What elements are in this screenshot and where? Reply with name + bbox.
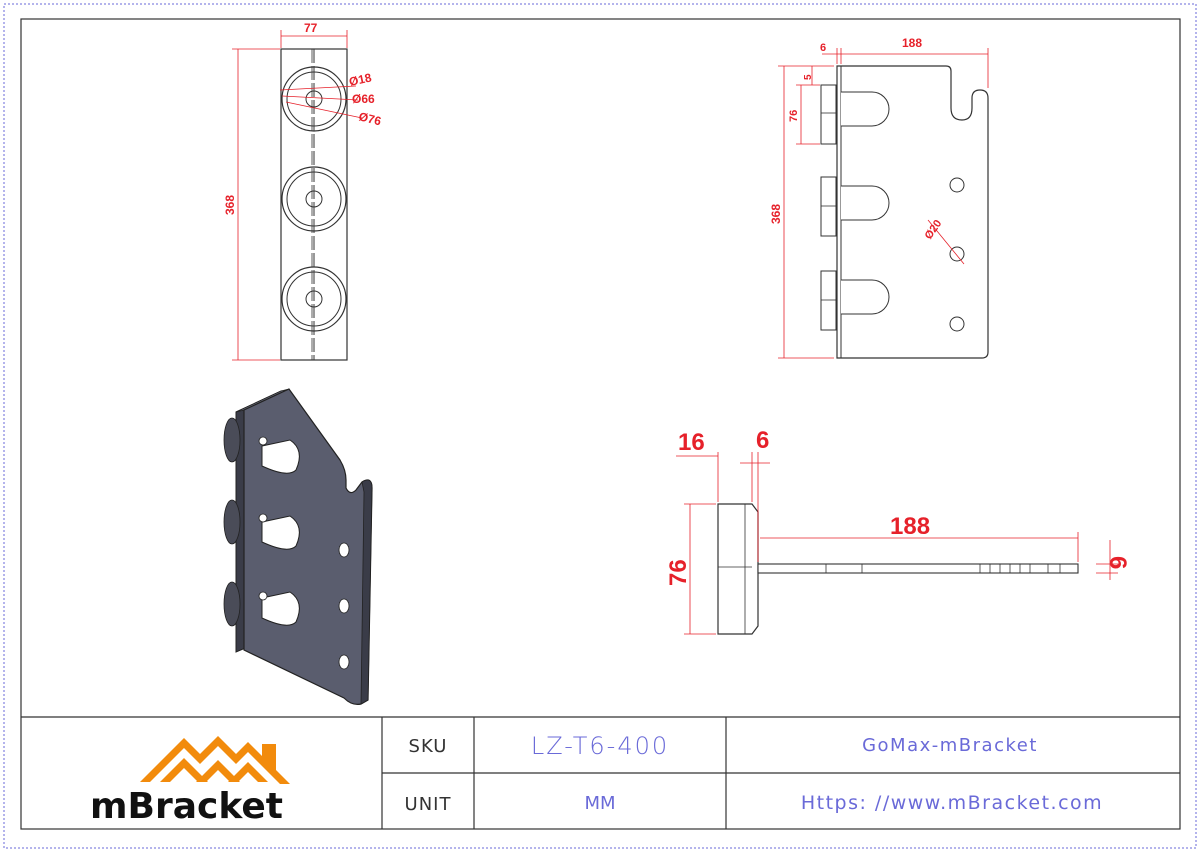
isometric-view xyxy=(223,388,373,705)
outer-frame xyxy=(3,3,1197,849)
side-bolt-hole-1 xyxy=(949,177,965,193)
front-hole-bottom xyxy=(281,266,347,332)
front-hole-middle xyxy=(281,166,347,232)
unit-value: MM xyxy=(584,793,615,814)
side-bolt-hole-2 xyxy=(949,246,965,262)
side-depth-dim: 188 xyxy=(902,36,922,50)
front-hole-mid-dim: Ø66 xyxy=(352,92,375,106)
mbracket-logo: mBracket xyxy=(90,736,290,827)
unit-label: UNIT xyxy=(405,794,452,815)
top-view: 16 6 188 76 6 xyxy=(665,427,1131,635)
front-width-dim: 77 xyxy=(304,21,318,35)
top-pad-thick-dim: 16 xyxy=(678,429,705,456)
front-height-dim: 368 xyxy=(223,195,237,215)
top-plate-outline xyxy=(757,563,1079,574)
top-pad-height-dim: 76 xyxy=(665,559,692,586)
company-name: GoMax-mBracket xyxy=(862,735,1038,756)
top-pad-outline xyxy=(717,503,759,635)
side-pad-top xyxy=(820,84,890,145)
front-view: 77 368 Ø18 Ø66 Ø76 xyxy=(223,21,383,361)
side-offset-dim: 6 xyxy=(820,42,826,54)
sku-value: LZ-T6-400 xyxy=(531,732,669,760)
website-link[interactable]: Https: //www.mBracket.com xyxy=(801,792,1103,814)
side-height-dim: 368 xyxy=(769,204,783,224)
side-pad-dim: 76 xyxy=(788,110,800,122)
side-pad-middle xyxy=(820,176,890,237)
front-hole-inner-dim: Ø18 xyxy=(348,70,373,88)
side-view: 6 188 5 76 368 Ø20 xyxy=(769,36,989,359)
sku-label: SKU xyxy=(409,736,448,757)
side-gap-dim: 5 xyxy=(803,74,814,80)
logo-text: mBracket xyxy=(90,786,283,827)
top-plate-thick-dim: 6 xyxy=(756,427,769,454)
front-hole-outer-dim: Ø76 xyxy=(357,109,383,128)
top-plate-thick-right-dim: 6 xyxy=(1104,556,1131,569)
top-length-dim: 188 xyxy=(890,513,930,540)
side-pad-bottom xyxy=(820,270,890,331)
side-bolt-hole-3 xyxy=(949,316,965,332)
title-block: mBracket SKU LZ-T6-400 GoMax-mBracket UN… xyxy=(21,716,1180,829)
iso-plate xyxy=(243,388,373,705)
inner-frame xyxy=(20,18,1181,830)
